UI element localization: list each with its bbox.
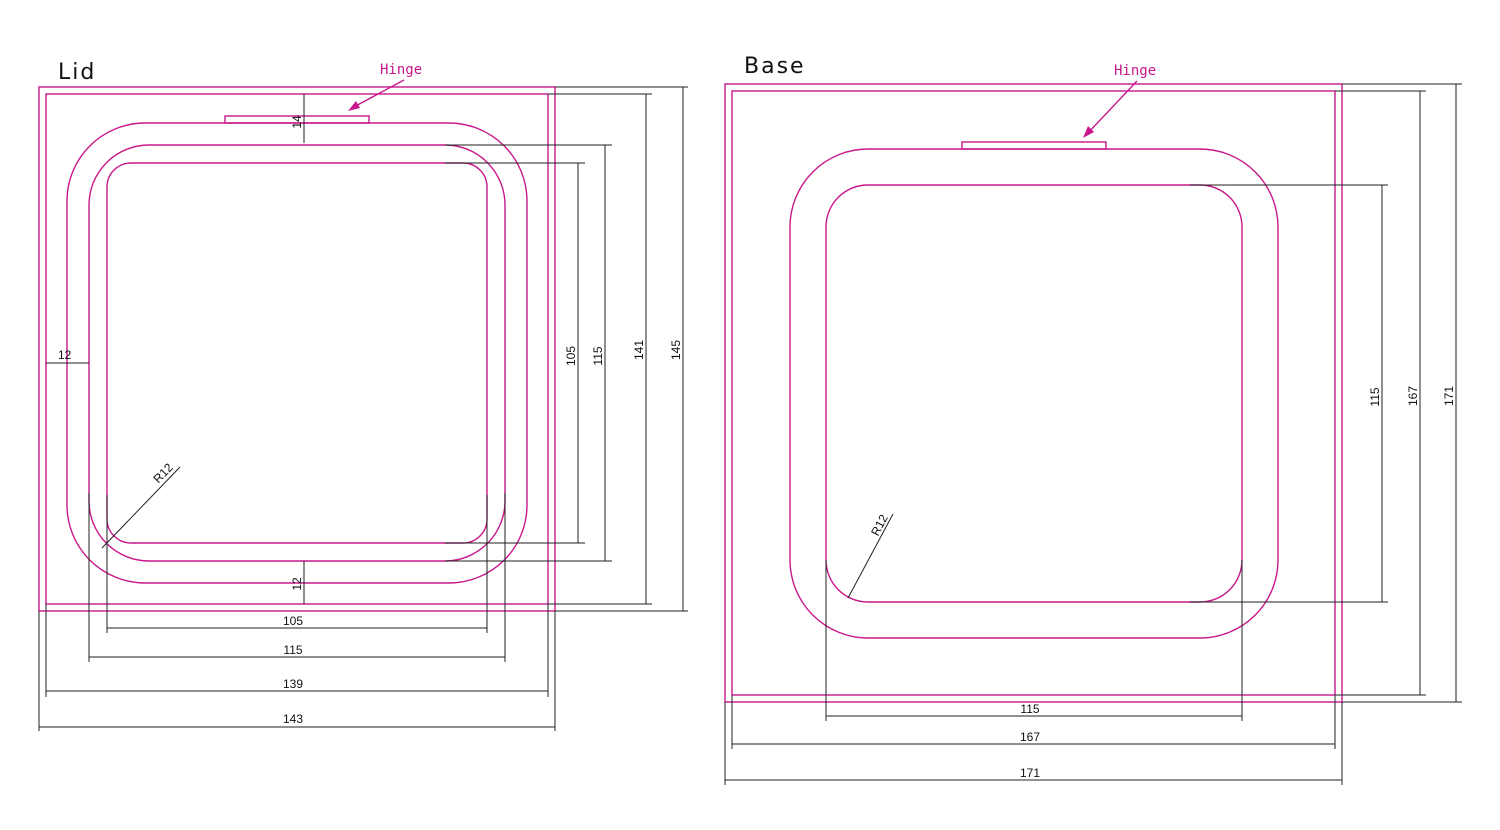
lid-bottom-margin-dim: 12 <box>290 577 304 591</box>
lid-plate-outline <box>45 93 549 605</box>
lid-middle-ring <box>88 144 506 562</box>
lid-hinge-gap-dim: 14 <box>290 115 304 129</box>
lid-mid-h-dim: 115 <box>283 643 302 657</box>
base-radius-leader <box>847 513 894 599</box>
lid-outer-ring <box>66 122 528 584</box>
lid-inner-h-dim: 105 <box>283 614 303 628</box>
base-outer-h-dim: 167 <box>1020 730 1040 744</box>
lid-hinge-arrowhead <box>348 101 360 111</box>
base-plate-outline <box>731 90 1336 696</box>
base-drawing: Base Hinge R12 115 167 171 <box>724 54 1462 785</box>
base-inner-v-dim: 115 <box>1368 387 1382 406</box>
base-overall-v-dim: 171 <box>1442 386 1456 406</box>
lid-outer-v-dim: 141 <box>632 340 646 360</box>
base-overall-outline <box>724 83 1343 703</box>
lid-overall-v-dim: 145 <box>669 340 683 360</box>
lid-hinge-label: Hinge <box>380 62 422 78</box>
lid-outer-h-dim: 139 <box>283 677 303 691</box>
base-hinge-label: Hinge <box>1114 63 1156 79</box>
base-inner-ring <box>825 184 1243 603</box>
base-outer-ring <box>789 148 1279 639</box>
lid-drawing: Lid Hinge 14 12 12 R12 105 <box>38 60 688 731</box>
lid-mid-v-dim: 115 <box>591 346 605 365</box>
base-hinge <box>961 141 1107 150</box>
base-title: Base <box>744 54 806 79</box>
base-outer-v-dim: 167 <box>1406 386 1420 406</box>
lid-side-margin-dim: 12 <box>58 348 72 362</box>
lid-inner-v-dim: 105 <box>564 346 578 366</box>
lid-title: Lid <box>58 60 96 85</box>
base-inner-h-dim: 115 <box>1020 702 1039 716</box>
base-hinge-arrowhead <box>1083 126 1094 138</box>
lid-radius-dim: R12 <box>150 460 176 486</box>
base-hinge-leader <box>1086 80 1138 135</box>
lid-hinge-leader <box>351 79 405 109</box>
lid-overall-outline <box>38 86 556 612</box>
lid-radius-leader <box>101 466 181 549</box>
lid-inner-ring <box>106 162 488 544</box>
lid-overall-h-dim: 143 <box>283 712 303 726</box>
base-overall-h-dim: 171 <box>1020 766 1040 780</box>
